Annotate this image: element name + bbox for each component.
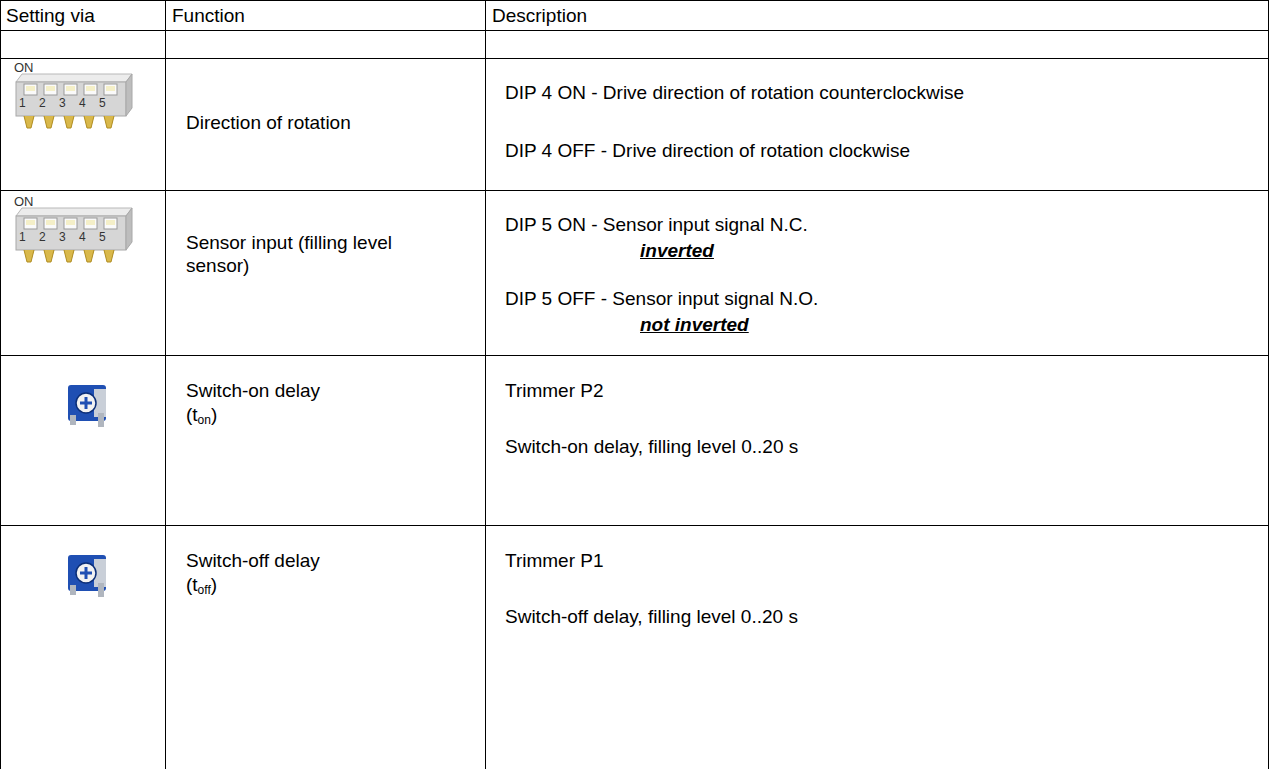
time-symbol: (ton)	[186, 404, 217, 427]
symbol-text: )	[211, 574, 217, 595]
symbol-subscript: off	[198, 583, 211, 597]
switch-number: 2	[39, 230, 46, 244]
description-note: inverted	[640, 240, 714, 263]
function-cell: Sensor input (filling level sensor)	[186, 232, 416, 278]
switch-marking: ON	[14, 60, 34, 76]
symbol-subscript: on	[198, 413, 211, 427]
switch-number: 1	[19, 96, 26, 110]
switch-number: 2	[39, 96, 46, 110]
symbol-text: )	[211, 404, 217, 425]
description-cell: Switch-on delay, filling level 0..20 s	[505, 436, 798, 459]
switch-number: 4	[79, 230, 86, 244]
description-cell: DIP 4 OFF - Drive direction of rotation …	[505, 140, 910, 163]
column-header: Function	[172, 5, 245, 28]
description-note: not inverted	[640, 314, 749, 337]
function-cell: Switch-off delay	[186, 550, 320, 573]
switch-number: 5	[99, 96, 106, 110]
switch-number: 4	[79, 96, 86, 110]
switch-number: 3	[59, 96, 66, 110]
description-cell: DIP 5 OFF - Sensor input signal N.O.	[505, 288, 818, 311]
switch-number: 3	[59, 230, 66, 244]
description-cell: DIP 4 ON - Drive direction of rotation c…	[505, 82, 964, 105]
description-cell: Switch-off delay, filling level 0..20 s	[505, 606, 798, 629]
column-header: Setting via	[6, 5, 95, 28]
time-symbol: (toff)	[186, 574, 217, 597]
function-cell: Switch-on delay	[186, 380, 320, 403]
symbol-text: (t	[186, 404, 198, 425]
column-header: Description	[492, 5, 587, 28]
switch-marking: ON	[14, 194, 34, 210]
description-cell: Trimmer P1	[505, 550, 604, 573]
switch-number: 5	[99, 230, 106, 244]
switch-number: 1	[19, 230, 26, 244]
symbol-text: (t	[186, 574, 198, 595]
function-cell: Direction of rotation	[186, 112, 351, 135]
description-cell: DIP 5 ON - Sensor input signal N.C.	[505, 214, 808, 237]
description-cell: Trimmer P2	[505, 380, 604, 403]
